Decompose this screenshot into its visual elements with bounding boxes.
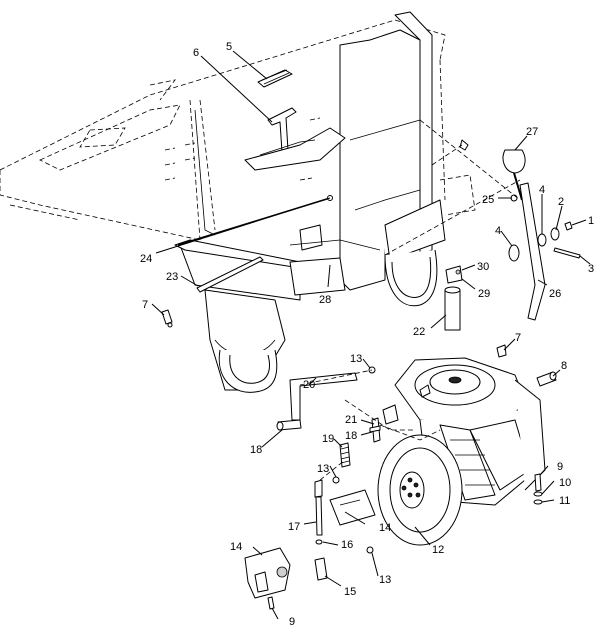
chassis-frame (0, 19, 476, 241)
clevis-parts (244, 479, 376, 610)
callout-29: 29 (478, 288, 490, 300)
callout-26: 26 (549, 288, 561, 300)
pedal-pad (257, 69, 293, 88)
callout-14: 14 (379, 522, 391, 534)
callout-leaders (151, 50, 591, 620)
callout-18: 18 (345, 430, 357, 442)
callout-30: 30 (477, 261, 489, 273)
callout-1: 1 (588, 215, 594, 227)
lever-26 (519, 182, 546, 321)
callout-6: 6 (193, 47, 199, 59)
callout-18: 18 (250, 444, 262, 456)
callout-9: 9 (289, 616, 295, 628)
callout-14: 14 (230, 541, 242, 553)
callout-13: 13 (350, 353, 362, 365)
callout-9: 9 (557, 461, 563, 473)
callout-4: 4 (539, 184, 545, 196)
shift-lever-assembly (502, 149, 581, 321)
frame-plate-assembly (289, 11, 446, 307)
callout-7: 7 (142, 299, 148, 311)
callout-4: 4 (495, 225, 501, 237)
callout-3: 3 (588, 263, 594, 275)
bracket-14 (329, 489, 376, 526)
callout-25: 25 (482, 194, 494, 206)
brake-14 (244, 547, 291, 599)
callout-21: 21 (345, 414, 357, 426)
rod-23 (196, 256, 264, 293)
callout-11: 11 (559, 495, 570, 507)
hardware (161, 139, 507, 374)
sleeve-22 (444, 286, 461, 331)
callout-12: 12 (432, 544, 444, 556)
callout-19: 19 (322, 433, 334, 445)
callout-13: 13 (317, 463, 329, 475)
callout-28: 28 (319, 294, 331, 306)
callout-17: 17 (288, 521, 300, 533)
callout-7: 7 (515, 332, 521, 344)
callout-27: 27 (526, 126, 538, 138)
pedal-arm (267, 107, 297, 153)
callout-23: 23 (166, 271, 178, 283)
knob (502, 149, 526, 174)
callout-24: 24 (140, 253, 152, 265)
callout-numbers: 1 2 3 4 4 5 6 7 7 8 9 9 10 11 12 13 13 1… (140, 41, 594, 628)
callout-2: 2 (558, 196, 564, 208)
drive-wheel-assembly (377, 357, 546, 546)
callout-10: 10 (559, 477, 571, 489)
callout-13: 13 (379, 574, 391, 586)
callout-5: 5 (226, 41, 232, 53)
pedal-base-bracket (244, 127, 346, 171)
pedal-assembly (244, 69, 346, 171)
callout-22: 22 (413, 326, 425, 338)
callout-15: 15 (344, 586, 356, 598)
callout-8: 8 (561, 360, 567, 372)
callout-16: 16 (341, 539, 353, 551)
brake-rod-20 (289, 372, 358, 421)
callout-20: 20 (303, 379, 315, 391)
